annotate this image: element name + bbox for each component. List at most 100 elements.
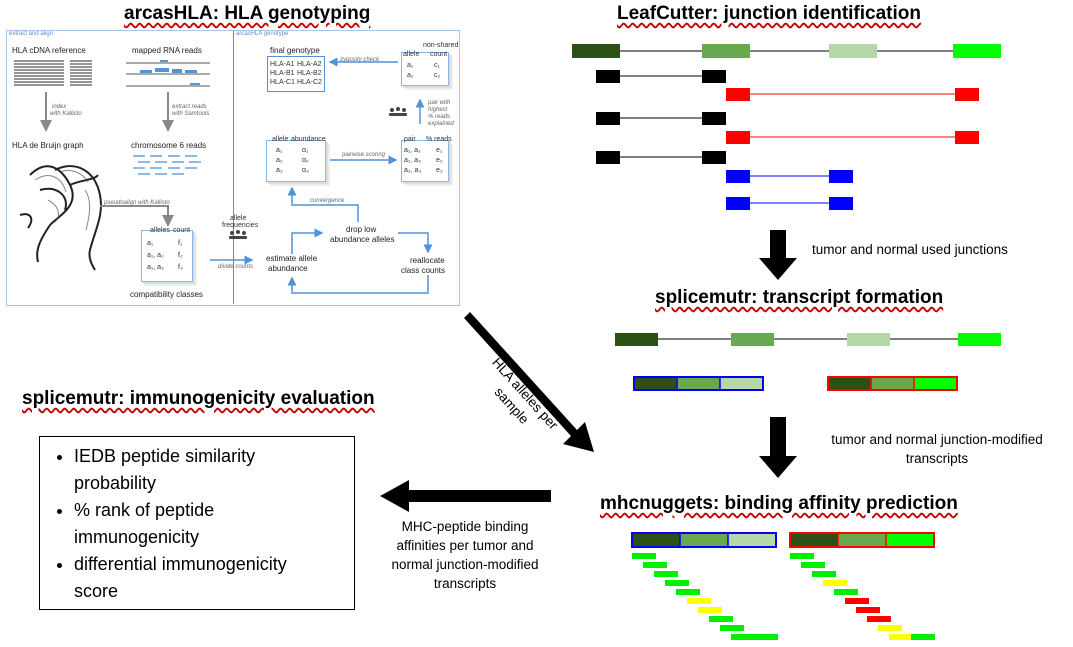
exon-2 [702,44,750,58]
nonshared-table [401,52,449,86]
index-note-2: with Kallisto [50,111,82,117]
junction-blue-2 [726,197,853,210]
pair-highest-1: pair with [428,100,451,106]
pair-highest-2: highest [428,107,448,113]
immunogenicity-title: splicemutr: immunogenicity evaluation [22,388,375,409]
pair-row-3: a₂, a₃ [404,167,422,174]
tumor-peptides [790,553,935,640]
pair-reads-table [401,140,449,182]
arrow1-caption: tumor and normal used junctions [812,242,1008,257]
chromosome-6-reads [133,155,201,175]
divide-counts-note: divide counts [218,264,254,270]
pseudoalign-note: pseudoalign with Kallisto [104,200,170,206]
mhcnuggets-title: mhcnuggets: binding affinity prediction [600,493,958,514]
nonshared-row-1-count: c₁ [434,62,440,69]
junction-black-2 [596,112,726,125]
abund-row-3-allele: a₃ [276,167,283,174]
final-genotype-box [267,56,325,92]
de-bruijn-graph-fill [34,169,91,231]
genotype-a1: HLA-A1 [270,61,295,68]
mhc-tumor-transcript [789,532,935,548]
pair-row-1: a₁, a₂ [404,147,421,154]
pair-row-3-value: e₃ [436,167,443,174]
drop-low-1: drop low [346,225,377,234]
exon-1 [572,44,620,58]
nonshared-row-1-allele: a₁ [407,62,414,69]
allele-frequencies-2: frequencies [222,222,259,229]
mapped-reads-track [126,62,210,87]
arrow2-caption-line1: tumor and normal junction-modified [831,432,1043,447]
compat-row-2-allele: a₁, a₂ [147,252,164,259]
junction-blue-1 [726,170,853,183]
cdna-reference-lines [14,60,92,86]
compat-row-3-count: f₃ [178,264,183,271]
compat-row-1-count: f₁ [178,240,183,247]
junction-black-1 [596,70,726,83]
pair-highest-4: explained [428,121,454,127]
genotype-b2: HLA-B2 [297,70,322,77]
compatibility-classes-label: compatibility classes [130,290,203,299]
abund-row-1-allele: a₁ [276,147,283,154]
pair-row-2: a₁, a₃ [404,157,421,164]
exon-3 [829,44,877,58]
junction-red-1 [726,88,979,101]
abund-header-allele: allele [272,136,289,143]
estimate-abundance-2: abundance [268,264,308,273]
index-note-1: index [52,104,67,110]
allele-frequencies-1: allele [230,215,247,222]
mhc-normal-transcript [631,532,777,548]
pairwise-scoring-note: pairwise scoring [342,152,386,158]
abundance-table [266,140,326,182]
drop-low-2: abundance alleles [330,235,395,244]
extract-note-2: with Samtools [172,111,210,117]
people-icon [229,107,407,239]
compat-header-count: count [173,227,191,234]
normal-peptides-extra [754,634,778,640]
nonshared-header-nonshared: non-shared [423,42,459,49]
junction-red-2 [726,131,979,144]
compat-row-1-allele: a₁ [147,240,154,247]
abund-header-abundance: abundance [291,136,326,143]
left-arrow [380,480,551,512]
pair-header-pair: pair [404,136,416,143]
extract-align-label: extract and align [9,31,54,37]
arrow2-caption-line2: transcripts [905,451,969,466]
junction-black-3 [596,151,726,164]
exon-4 [953,44,1001,58]
pair-row-2-value: e₂ [436,157,443,164]
splicemutr-transcript-title: splicemutr: transcript formation [655,287,944,308]
tumor-transcript [827,376,958,391]
pair-header-reads: % reads [426,136,452,143]
compat-header-alleles: alleles [150,227,170,234]
zygosity-check-note: zygosity check [340,57,380,63]
down-arrow-1 [759,230,797,280]
reallocate-2: class counts [401,266,446,275]
genotype-c2: HLA-C2 [297,79,322,86]
genotype-b1: HLA-B1 [270,70,295,77]
abund-row-2-allele: a₂ [276,157,283,164]
compat-row-2-count: f₂ [178,252,183,259]
mhc-caption-line3: normal junction-modified [391,557,539,572]
abund-row-2-value: α₂ [302,157,309,164]
abund-row-3-value: α₃ [302,167,309,174]
mhc-caption-line1: MHC-peptide binding [401,519,529,534]
convergence-note: convergence [310,198,345,204]
compatibility-classes-table [141,230,193,282]
abund-row-1-value: α₁ [302,147,309,154]
down-arrow-2 [759,417,797,478]
arcashla-figure-drawing [14,57,433,294]
gene-model [572,44,1001,58]
pair-row-1-value: e₁ [436,147,443,154]
chromosome-6-label: chromosome 6 reads [131,141,207,150]
leafcutter-title: LeafCutter: junction identification [617,3,921,24]
mhc-caption-line2: affinities per tumor and [396,538,534,553]
de-bruijn-label: HLA de Bruijn graph [12,141,84,150]
panel-divider [233,30,234,304]
nonshared-row-2-allele: a₂ [407,72,414,79]
cdna-reference-label: HLA cDNA reference [12,46,86,55]
